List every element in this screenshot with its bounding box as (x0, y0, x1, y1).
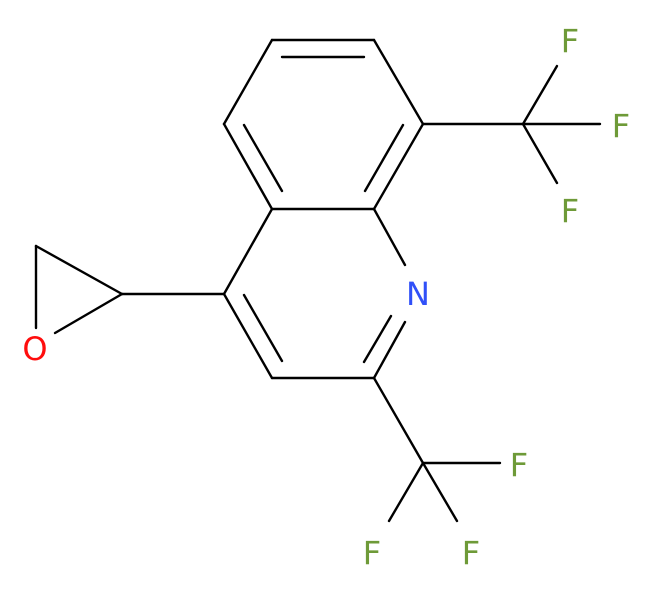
bond-cf3b-f-left (387, 461, 425, 523)
fluorine-atom-label: F (462, 534, 480, 572)
nitrogen-atom-label: N (406, 275, 430, 313)
fluorine-atom-label: F (363, 534, 381, 572)
bond-n1-c2 (372, 320, 407, 380)
bond-cf3b-f-bottom (421, 461, 459, 523)
atom-labels: N O F F F F F F (22, 22, 630, 572)
bond-c5-c6 (222, 38, 274, 126)
bond-cf3-f-top (521, 64, 559, 126)
bond-c4a-c5 (222, 122, 274, 211)
oxygen-atom-label: O (22, 330, 47, 368)
bond-cf3-f-bottom (521, 122, 559, 185)
bond-c8-c8a (372, 122, 425, 211)
bond-epoxide-ch-ch2 (34, 244, 124, 296)
bond-epoxide-o-ch (53, 292, 124, 335)
bond-c8-c8a-inner (363, 123, 405, 193)
fluorine-atom-label: F (612, 107, 630, 145)
bond-c8a-n1 (372, 207, 407, 267)
bond-n1-c2-inner (362, 314, 393, 364)
bond-c3-c4 (222, 292, 274, 380)
bond-c2-cf3 (372, 376, 425, 465)
bond-c7-c8 (372, 38, 425, 126)
fluorine-atom-label: F (510, 446, 528, 484)
bonds (34, 38, 602, 523)
bond-c4-c4a (222, 207, 274, 296)
bond-c3-c4-inner (242, 293, 284, 363)
fluorine-atom-label: F (561, 22, 579, 60)
bond-c4a-c5-inner (242, 123, 284, 193)
fluorine-atom-label: F (561, 192, 579, 230)
